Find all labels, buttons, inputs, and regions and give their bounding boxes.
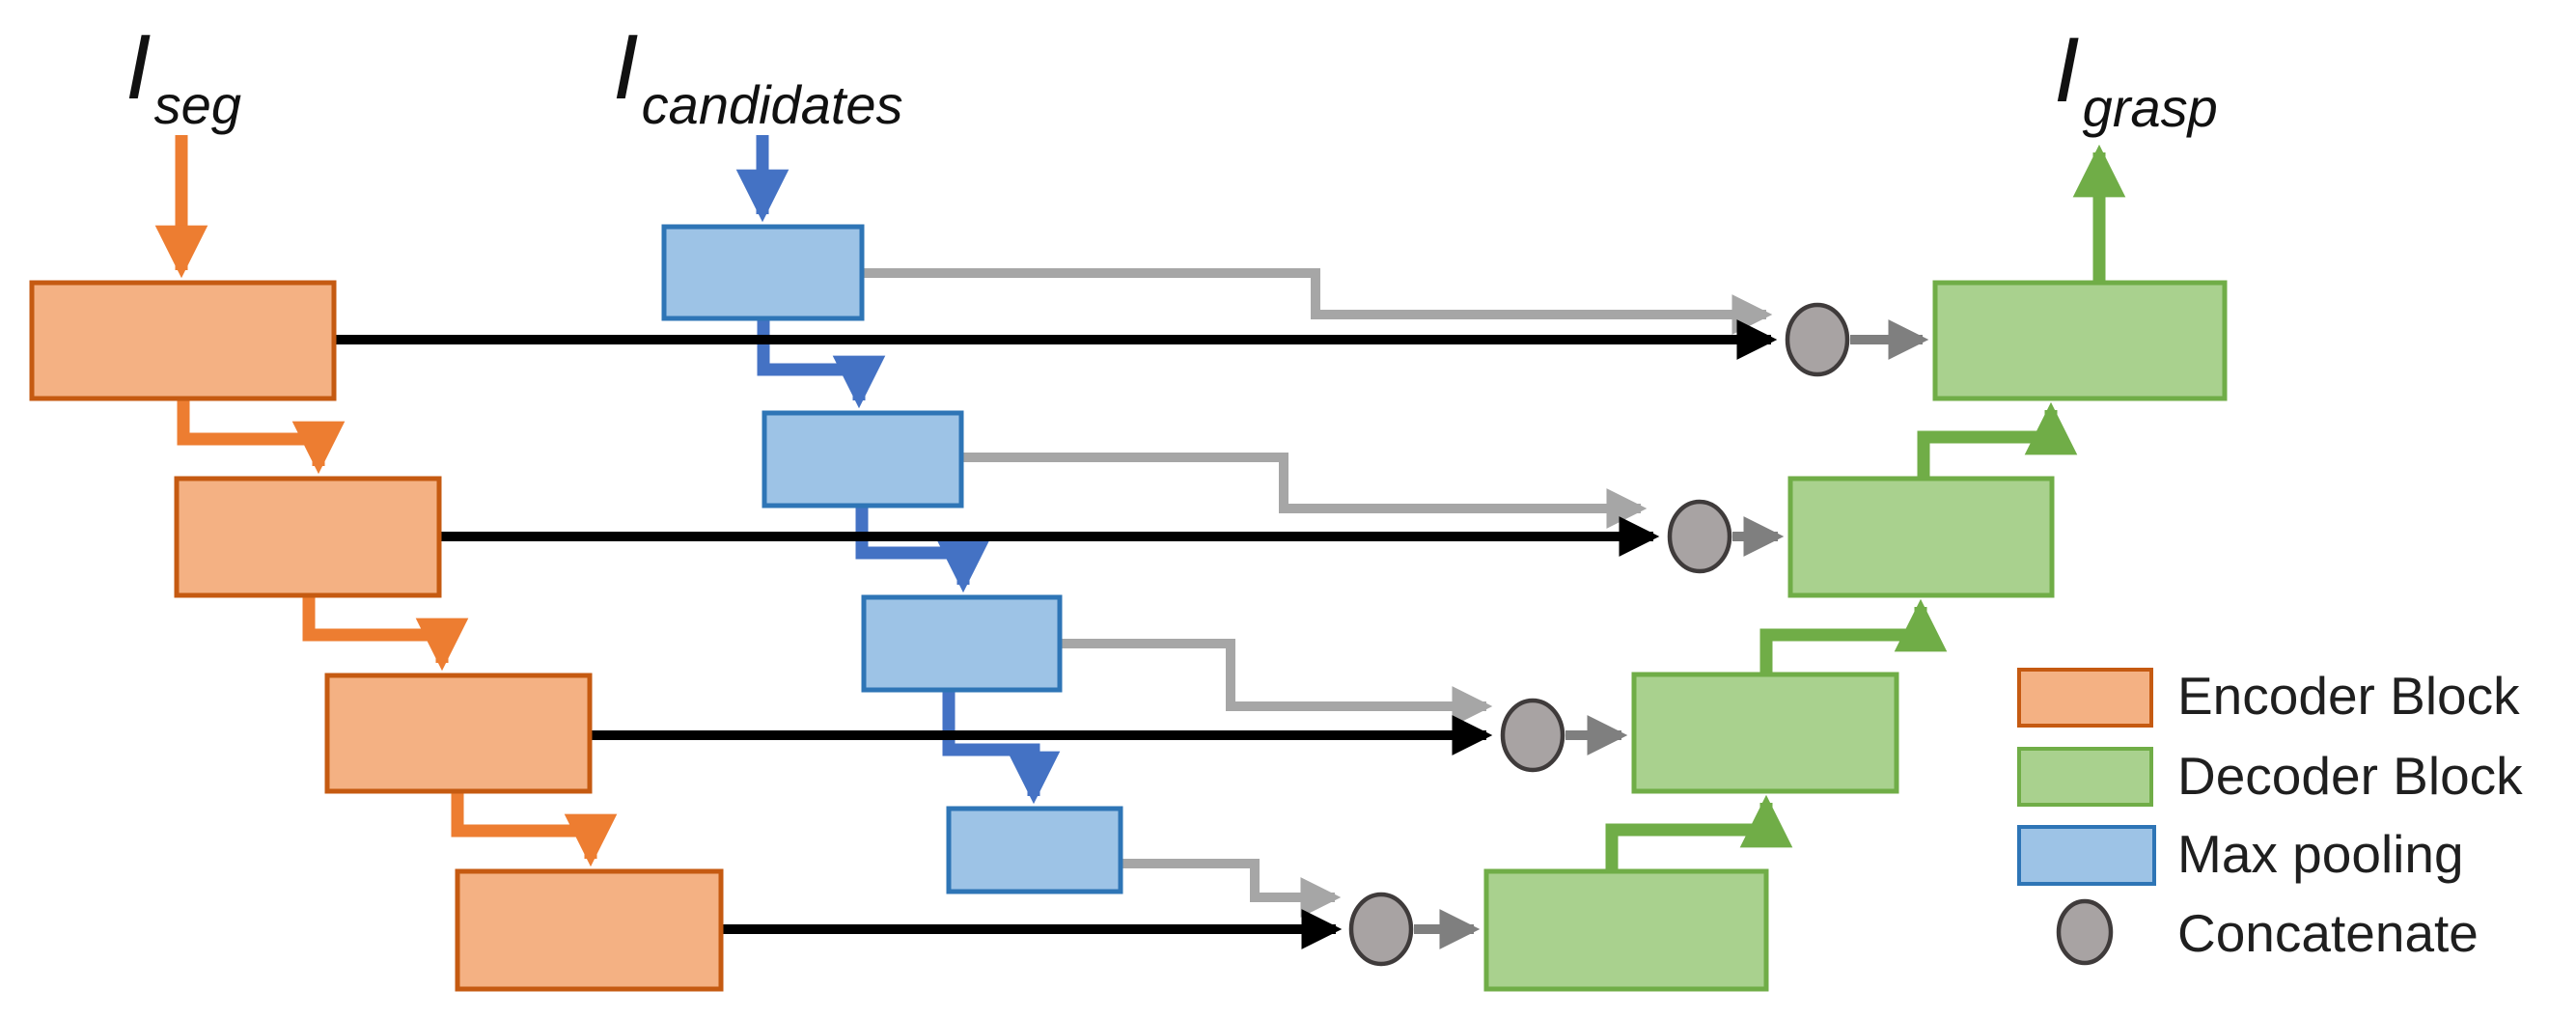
encoder-downsample-3-4 [451, 791, 618, 867]
concat-nodes-layer [1348, 302, 1850, 967]
encoder-downsample-1-2 [177, 399, 346, 475]
legend-decoder-swatch [2017, 747, 2153, 807]
pooling-block-3 [861, 594, 1063, 693]
concat-node-1 [1785, 302, 1850, 377]
encoder-block-4 [455, 868, 724, 992]
decoder-block-3 [1631, 672, 1899, 794]
pooling-downsample-2-3 [855, 506, 990, 593]
pool-skip-connection-4 [1120, 859, 1342, 918]
encoder-block-2 [174, 476, 442, 598]
decoder-block-2 [1787, 476, 2055, 598]
decoder-upsample-2-1 [1917, 401, 2078, 479]
encoder-block-1 [29, 280, 337, 401]
label-i-seg: Iseg [125, 15, 241, 135]
decoder-block-1 [1932, 280, 2228, 401]
pooling-downsample-3-4 [942, 690, 1061, 805]
legend-label-concat: Concatenate [2177, 903, 2479, 963]
legend-encoder-swatch [2017, 668, 2153, 728]
pooling-block-2 [762, 410, 964, 508]
pool-skip-connection-3 [1060, 639, 1493, 727]
legend: Encoder Block Decoder Block Max pooling … [2017, 666, 2523, 966]
legend-label-encoder: Encoder Block [2177, 666, 2520, 726]
label-i-grasp: Igrasp [2054, 18, 2218, 138]
pooling-block-4 [946, 806, 1123, 894]
pool-skip-connection-2 [961, 453, 1648, 529]
legend-label-decoder: Decoder Block [2177, 746, 2523, 806]
decoder-upsample-3-2 [1759, 598, 1948, 674]
edges-layer [154, 135, 2126, 949]
pool-skip-connection-1 [862, 268, 1773, 335]
pooling-block-1 [661, 224, 865, 321]
encoder-block-3 [324, 673, 593, 794]
concat-node-3 [1500, 698, 1565, 773]
legend-pooling-swatch [2017, 825, 2156, 886]
decoder-upsample-4-3 [1605, 794, 1793, 871]
concat-node-4 [1348, 892, 1414, 967]
legend-label-pooling: Max pooling [2177, 824, 2464, 884]
blocks-layer [29, 224, 2228, 992]
legend-concat-swatch [2056, 898, 2114, 966]
label-i-candidates: Icandidates [613, 15, 903, 135]
encoder-downsample-2-3 [302, 595, 469, 672]
concat-node-2 [1667, 499, 1732, 574]
decoder-block-4 [1483, 868, 1769, 992]
pooling-downsample-1-2 [757, 318, 886, 409]
